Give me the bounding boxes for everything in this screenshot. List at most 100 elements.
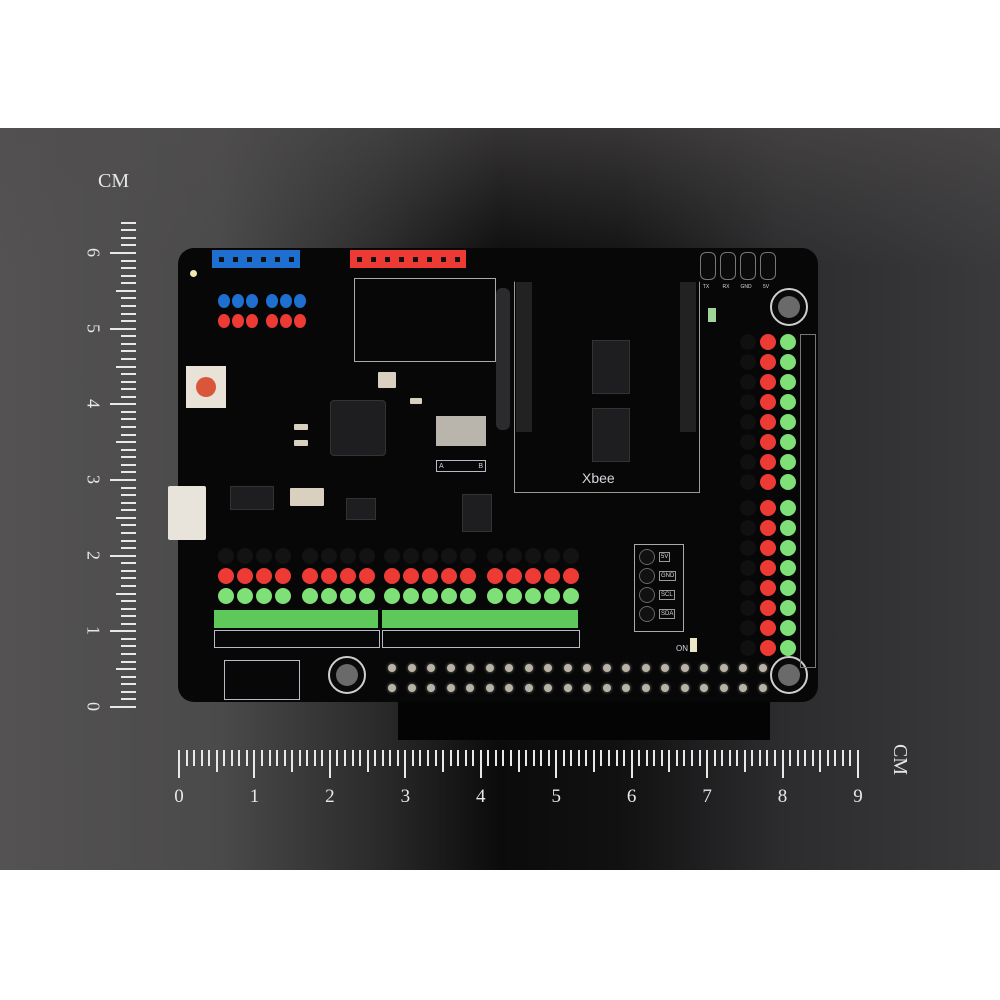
pin-header[interactable] [403,588,419,604]
pin-header[interactable] [441,568,457,584]
pin-header[interactable] [780,540,796,556]
pin-header[interactable] [441,548,457,564]
header-socket[interactable] [423,252,435,266]
header-socket[interactable] [243,252,255,266]
pin-header[interactable] [563,548,579,564]
pin-header[interactable] [740,620,756,636]
pin-header[interactable] [740,560,756,576]
header-socket[interactable] [271,252,283,266]
uart-pin[interactable] [760,252,776,280]
pin-header[interactable] [760,474,776,490]
gpio-pin-hole[interactable] [700,664,708,672]
pin-header[interactable] [246,314,258,328]
pin-header[interactable] [302,568,318,584]
pin-header[interactable] [740,600,756,616]
pin-header[interactable] [740,500,756,516]
pin-header[interactable] [266,314,278,328]
gpio-pin-hole[interactable] [544,664,552,672]
uart-pin[interactable] [720,252,736,280]
gpio-pin-hole[interactable] [739,664,747,672]
pin-header[interactable] [760,454,776,470]
pin-header[interactable] [780,414,796,430]
pin-header[interactable] [740,334,756,350]
pin-header[interactable] [302,588,318,604]
pin-header[interactable] [760,434,776,450]
micro-usb-port[interactable] [168,486,206,540]
xbee-left-header[interactable] [516,282,532,432]
gpio-pin-hole[interactable] [661,684,669,692]
pin-header[interactable] [780,334,796,350]
pin-header[interactable] [525,588,541,604]
pin-header[interactable] [740,454,756,470]
pin-header[interactable] [525,548,541,564]
pin-header[interactable] [780,520,796,536]
pin-header[interactable] [740,394,756,410]
reset-button[interactable] [186,366,226,408]
pin-header[interactable] [218,294,230,308]
blue-analog-header[interactable] [212,250,300,268]
pin-header[interactable] [780,394,796,410]
pin-header[interactable] [232,294,244,308]
gpio-pin-hole[interactable] [661,664,669,672]
pin-header[interactable] [740,474,756,490]
gpio-pin-hole[interactable] [602,664,611,672]
pin-header[interactable] [321,548,337,564]
pin-header[interactable] [780,560,796,576]
uart-header[interactable] [700,252,776,280]
gpio-pin-hole[interactable] [505,664,513,672]
pin-header[interactable] [780,600,796,616]
pin-header[interactable] [760,334,776,350]
pin-header[interactable] [321,588,337,604]
pin-header[interactable] [340,548,356,564]
pin-header[interactable] [780,434,796,450]
pin-header[interactable] [359,548,375,564]
pin-header[interactable] [544,568,560,584]
header-socket[interactable] [409,252,421,266]
gpio-pin-hole[interactable] [680,664,689,672]
xbee-right-header[interactable] [680,282,696,432]
pin-header[interactable] [275,548,291,564]
header-socket[interactable] [285,252,297,266]
header-socket[interactable] [381,252,393,266]
gpio-pin-hole[interactable] [641,664,650,672]
pin-header[interactable] [256,548,272,564]
pin-header[interactable] [460,548,476,564]
pin-header[interactable] [246,294,258,308]
red-pin-row-analog[interactable] [218,314,306,328]
pin-header[interactable] [359,568,375,584]
pin-header[interactable] [487,548,503,564]
gpio-pin-hole[interactable] [466,664,474,672]
pin-header[interactable] [340,588,356,604]
header-socket[interactable] [395,252,407,266]
gpio-pin-hole[interactable] [427,664,435,672]
pin-header[interactable] [740,414,756,430]
pin-header[interactable] [780,580,796,596]
pin-header[interactable] [460,568,476,584]
pin-header[interactable] [760,374,776,390]
pin-header[interactable] [422,568,438,584]
pin-header[interactable] [760,540,776,556]
gpio-pin-hole[interactable] [446,684,455,692]
pin-header[interactable] [460,588,476,604]
gpio-pin-hole[interactable] [758,664,767,672]
pin-header[interactable] [384,588,400,604]
pin-header[interactable] [780,500,796,516]
pin-header[interactable] [525,568,541,584]
gpio-pin-hole[interactable] [407,664,416,672]
pin-header[interactable] [237,588,253,604]
pin-header[interactable] [237,548,253,564]
pin-header[interactable] [760,600,776,616]
header-socket[interactable] [257,252,269,266]
pin-header[interactable] [422,548,438,564]
pin-header[interactable] [321,568,337,584]
uart-pin[interactable] [700,252,716,280]
gpio-pin-hole[interactable] [719,664,728,672]
gpio-pin-hole[interactable] [641,684,650,692]
i2c-pin[interactable]: SDA [639,606,676,622]
pin-header[interactable] [780,620,796,636]
pin-header[interactable] [760,520,776,536]
pin-header[interactable] [275,588,291,604]
pin-header[interactable] [760,500,776,516]
pin-header[interactable] [359,588,375,604]
